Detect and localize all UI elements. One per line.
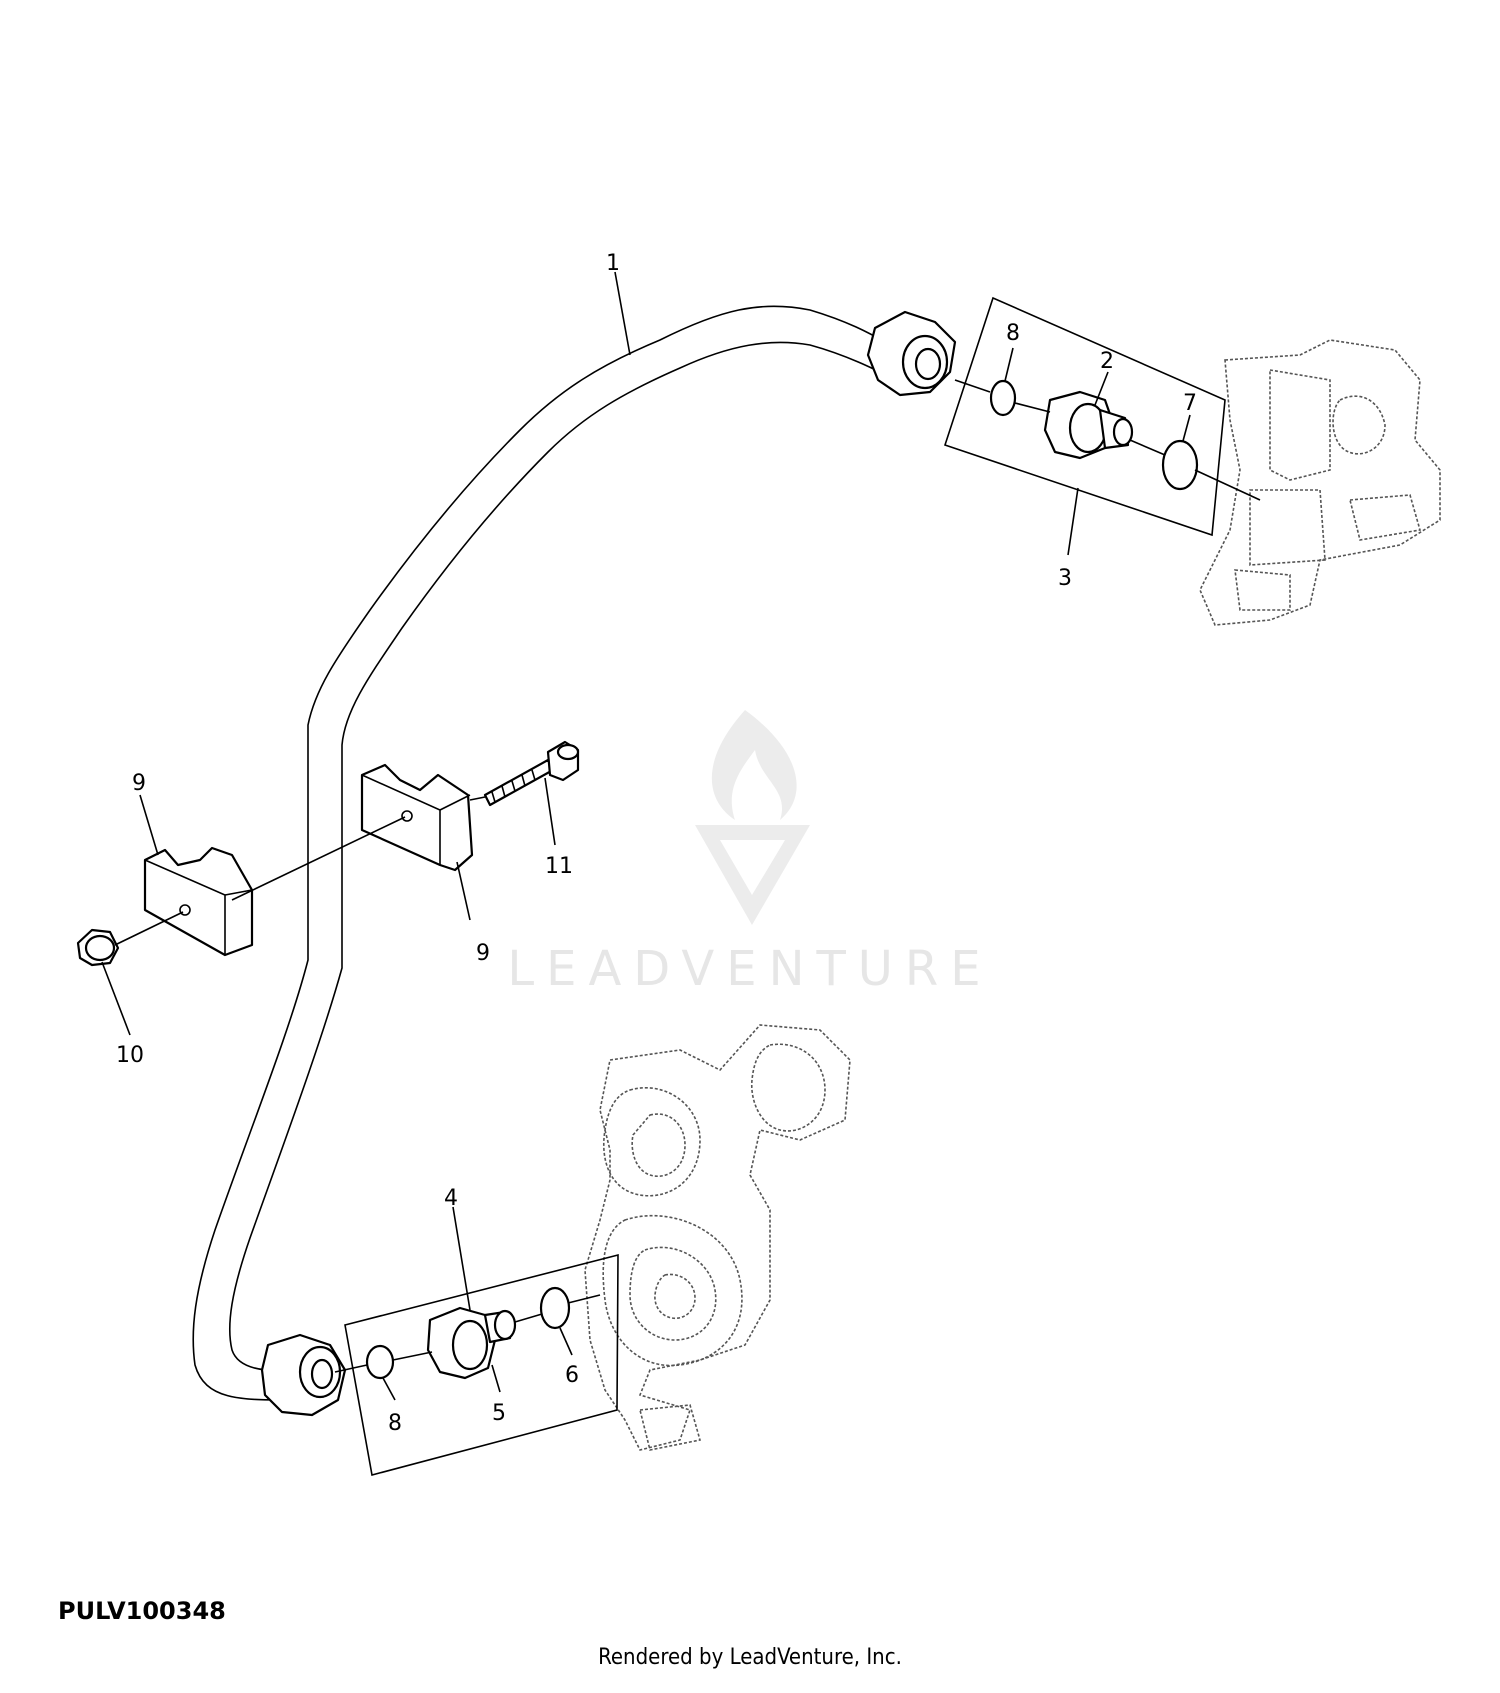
callout-11: 11 bbox=[545, 854, 573, 879]
callout-10: 10 bbox=[116, 1043, 144, 1068]
callout-7: 7 bbox=[1183, 391, 1197, 416]
nut-10 bbox=[76, 928, 120, 967]
o-ring-top-8 bbox=[989, 379, 1017, 417]
render-credit: Rendered by LeadVenture, Inc. bbox=[598, 1645, 902, 1670]
callout-3: 3 bbox=[1058, 566, 1072, 591]
clamp-left bbox=[143, 846, 254, 957]
leader-clamp-bolt bbox=[231, 816, 406, 901]
callout-8-bottom: 8 bbox=[388, 1411, 402, 1436]
callout-2: 2 bbox=[1100, 349, 1114, 374]
watermark-text: LEADVENTURE bbox=[507, 941, 992, 997]
clamp-middle bbox=[360, 763, 474, 872]
watermark: LEADVENTURE bbox=[507, 710, 992, 997]
o-ring-bottom-8 bbox=[365, 1344, 395, 1380]
callout-8-top: 8 bbox=[1006, 321, 1020, 346]
bolt-11 bbox=[483, 740, 580, 807]
upper-detail-box bbox=[943, 296, 1261, 537]
fitting-2 bbox=[1043, 390, 1134, 460]
leader-nut-clamp bbox=[114, 911, 184, 946]
watermark-flame-icon bbox=[711, 710, 797, 820]
lower-center-housing bbox=[584, 1024, 851, 1451]
bottom-tube-nut bbox=[260, 1333, 347, 1417]
tube-assembly bbox=[192, 305, 901, 1401]
fitting-5 bbox=[426, 1306, 517, 1380]
callout-9-mid: 9 bbox=[476, 941, 490, 966]
callout-9-left: 9 bbox=[132, 771, 146, 796]
lower-detail-box bbox=[334, 1253, 619, 1476]
watermark-v-icon bbox=[695, 825, 810, 925]
upper-right-housing bbox=[1199, 339, 1441, 626]
callout-1: 1 bbox=[606, 251, 620, 276]
top-tube-nut bbox=[866, 310, 957, 397]
leader-bolt-clamp bbox=[469, 796, 486, 801]
o-ring-7 bbox=[1161, 439, 1199, 491]
callout-5: 5 bbox=[492, 1401, 506, 1426]
callout-4: 4 bbox=[444, 1186, 458, 1211]
o-ring-6 bbox=[539, 1286, 571, 1330]
figure-code: PULV100348 bbox=[58, 1597, 226, 1625]
callout-6: 6 bbox=[565, 1363, 579, 1388]
